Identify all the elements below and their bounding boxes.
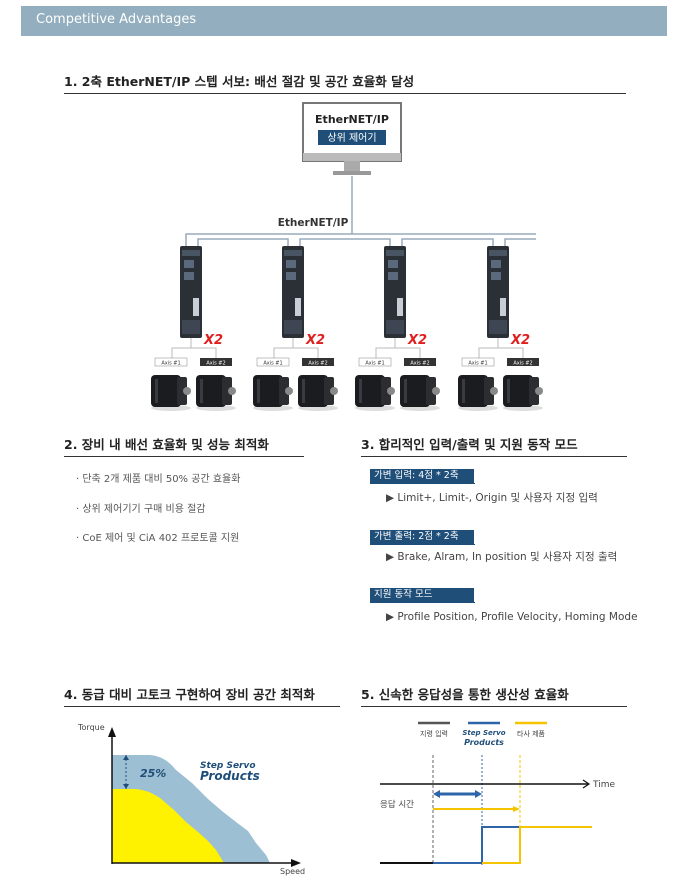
legend-servo-2: Products: [464, 738, 504, 747]
section2-bullet-1: · 단축 2개 제품 대비 50% 공간 효율화: [76, 474, 241, 485]
section3-rule: [361, 456, 627, 457]
torque-chart: Torque 25% Step Servo Products Speed: [77, 723, 305, 876]
other-torque-area: [112, 789, 224, 863]
section1-rule: [64, 93, 626, 94]
output-tag: 가변 출력: 2점 * 2축: [370, 530, 474, 544]
axis1-label: Axis #1: [365, 361, 384, 367]
monitor-title: EtherNET/IP: [315, 113, 389, 126]
response-label: 응답 시간: [380, 799, 414, 810]
input-tag: 가변 입력: 4점 * 2축: [370, 469, 474, 483]
percent-label: 25%: [140, 767, 166, 780]
monitor-subtitle: 상위 제어기: [327, 131, 376, 144]
motor-icon: [400, 375, 440, 411]
monitor-subtitle-bg: [318, 130, 386, 145]
axis1-label: Axis #1: [161, 361, 180, 367]
response-chart: 지령 입력 Step Servo Products 타사 제품 Time 응답 …: [380, 721, 615, 865]
torque-axis-label: Torque: [77, 723, 105, 732]
output-tag-line: [370, 544, 475, 545]
time-label: Time: [592, 780, 615, 790]
section5-title: 5. 신속한 응답성을 통한 생산성 효율화: [361, 687, 569, 702]
motor-icon: [196, 375, 236, 411]
product-label-2: Products: [200, 769, 260, 783]
motor-icon: [151, 375, 191, 411]
x2-label: X2: [305, 333, 325, 348]
axis1-label: Axis #1: [263, 361, 282, 367]
mode-tag: 지원 동작 모드: [370, 588, 474, 602]
section3-title: 3. 합리적인 입력/출력 및 지원 동작 모드: [361, 437, 578, 452]
motor-icon: [503, 375, 543, 411]
section1-title: 1. 2축 EtherNET/IP 스텝 서보: 배선 절감 및 공간 효율화 …: [64, 74, 415, 89]
output-text: ▶ Brake, Alram, In position 및 사용자 지정 출력: [386, 551, 618, 563]
motor-icon: [458, 375, 498, 411]
header-title: Competitive Advantages: [36, 12, 197, 27]
axis1-label: Axis #1: [468, 361, 487, 367]
x2-label: X2: [510, 333, 530, 348]
section4-rule: [64, 706, 340, 707]
motor-icon: [253, 375, 293, 411]
section4-title: 4. 동급 대비 고토크 구현하여 장비 공간 최적화: [64, 687, 315, 702]
section2-rule: [64, 456, 304, 457]
motor-icon: [298, 375, 338, 411]
network-label: EtherNET/IP: [278, 217, 349, 229]
x2-label: X2: [407, 333, 427, 348]
section2-bullet-2: · 상위 제어기기 구매 비용 절감: [76, 504, 206, 515]
speed-axis-label: Speed: [280, 867, 305, 876]
x2-label: X2: [203, 333, 223, 348]
axis2-label: Axis #2: [308, 361, 327, 367]
motor-icon: [355, 375, 395, 411]
section5-rule: [361, 706, 627, 707]
axis2-label: Axis #2: [513, 361, 532, 367]
section2-bullet-3: · CoE 제어 및 CiA 402 프로토콜 지원: [76, 533, 240, 544]
legend-servo-1: Step Servo: [462, 729, 505, 737]
legend-other: 타사 제품: [517, 729, 546, 738]
legend-command: 지령 입력: [420, 729, 448, 738]
header-bar: Competitive Advantages: [21, 6, 667, 36]
product-label-1: Step Servo: [200, 761, 256, 771]
section2-title: 2. 장비 내 배선 효율화 및 성능 최적화: [64, 437, 269, 452]
axis2-label: Axis #2: [206, 361, 225, 367]
mode-tag-line: [370, 602, 475, 603]
axis2-label: Axis #2: [410, 361, 429, 367]
mode-text: ▶ Profile Position, Profile Velocity, Ho…: [386, 611, 638, 623]
input-tag-line: [370, 483, 475, 484]
input-text: ▶ Limit+, Limit-, Origin 및 사용자 지정 입력: [386, 492, 598, 504]
